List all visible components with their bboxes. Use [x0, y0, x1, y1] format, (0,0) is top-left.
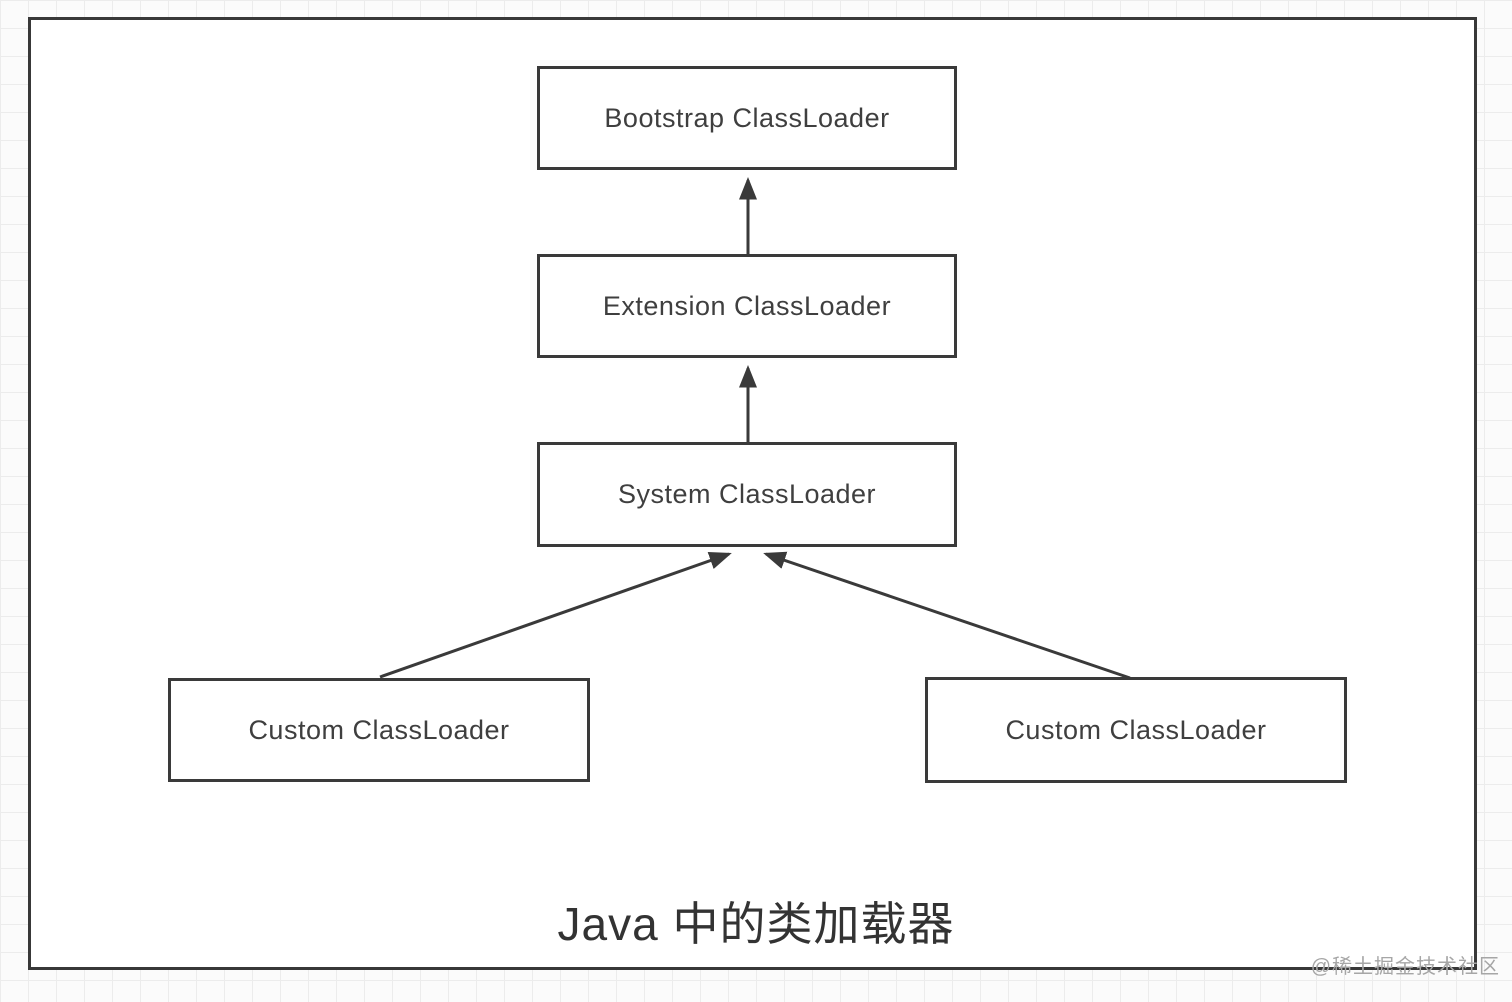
node-label: Custom ClassLoader — [1005, 714, 1267, 745]
node-custom-classloader-left: Custom ClassLoader — [168, 678, 590, 782]
node-custom-classloader-right: Custom ClassLoader — [925, 677, 1347, 783]
node-label: Extension ClassLoader — [602, 290, 892, 321]
node-label: Custom ClassLoader — [248, 714, 510, 745]
watermark-text: @稀土掘金技术社区 — [1310, 956, 1500, 978]
node-bootstrap-classloader: Bootstrap ClassLoader — [537, 66, 957, 170]
node-label: System ClassLoader — [617, 479, 877, 509]
node-extension-classloader: Extension ClassLoader — [537, 254, 957, 358]
node-label: Bootstrap ClassLoader — [604, 102, 890, 133]
node-system-classloader: System ClassLoader — [537, 442, 957, 547]
diagram-title: Java 中的类加载器 — [557, 898, 955, 950]
